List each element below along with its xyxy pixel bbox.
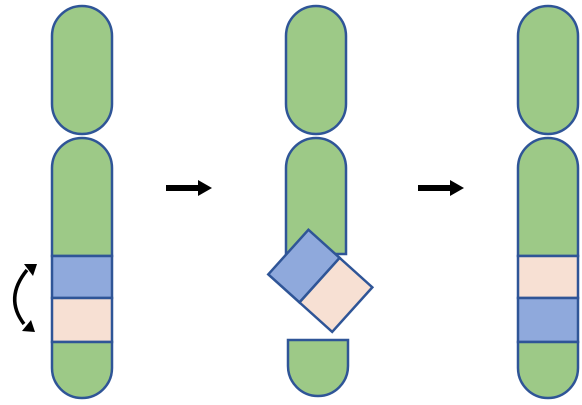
chromosome-inverted xyxy=(516,4,580,400)
q-arm-lower xyxy=(516,340,580,400)
band-segment-peach xyxy=(516,254,580,300)
p-arm xyxy=(50,4,114,136)
q-arm-upper xyxy=(516,136,580,258)
right-arrow-icon xyxy=(418,180,464,196)
band-segment-peach xyxy=(50,296,114,344)
chromosome-original xyxy=(50,4,114,400)
q-arm-upper xyxy=(284,136,348,256)
curved-double-arrow-icon xyxy=(12,264,37,332)
p-arm xyxy=(284,4,348,136)
q-arm-lower xyxy=(286,338,350,398)
band-segment-blue xyxy=(516,296,580,344)
rotating-segment xyxy=(266,227,375,334)
q-arm-upper xyxy=(50,136,114,258)
right-arrow-icon xyxy=(166,180,212,196)
band-segment-peach xyxy=(297,256,375,334)
band-segment-blue xyxy=(50,254,114,300)
q-arm-lower xyxy=(50,340,114,400)
p-arm xyxy=(516,4,580,136)
chromosome-breaking xyxy=(266,4,375,398)
